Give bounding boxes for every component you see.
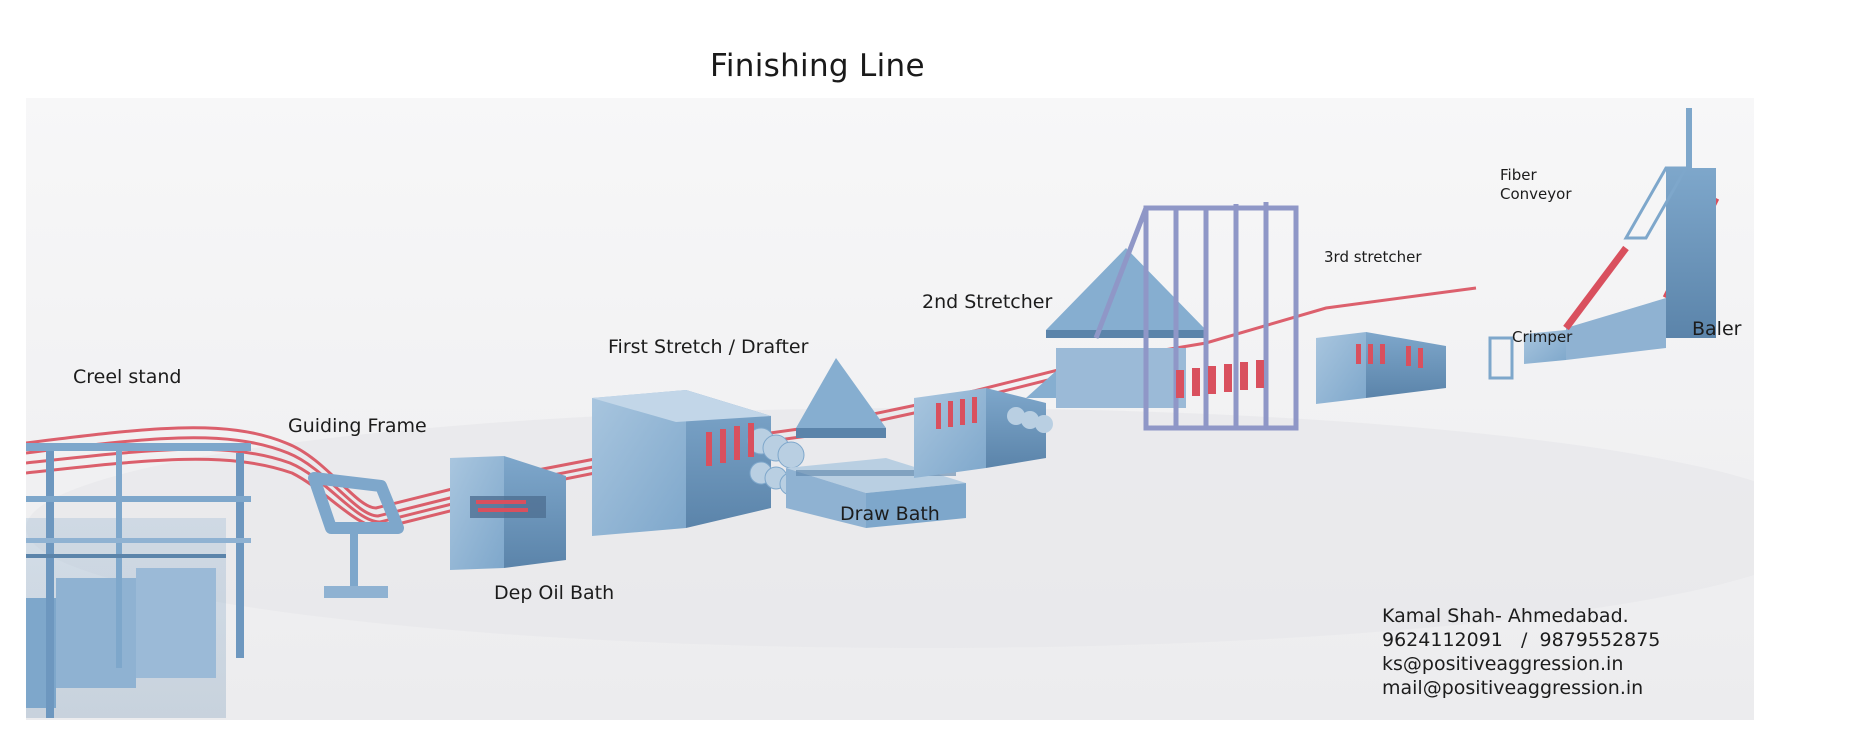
label-dep-oil-bath: Dep Oil Bath bbox=[494, 582, 615, 604]
page-title: Finishing Line bbox=[710, 48, 925, 84]
label-draw-bath: Draw Bath bbox=[840, 503, 940, 525]
frame-section bbox=[1046, 202, 1299, 431]
first-stretch-drafter bbox=[592, 390, 805, 536]
guiding-frame bbox=[308, 472, 404, 598]
label-third-stretcher: 3rd stretcher bbox=[1324, 248, 1422, 266]
contact-email-ks: ks@positiveaggression.in bbox=[1382, 653, 1624, 675]
creel-stand bbox=[26, 443, 251, 718]
finishing-line-svg bbox=[26, 98, 1754, 720]
label-crimper: Crimper bbox=[1512, 328, 1573, 346]
contact-phones: 9624112091 / 9879552875 bbox=[1382, 629, 1661, 651]
crimper-baler bbox=[1524, 108, 1720, 364]
label-first-stretch-drafter: First Stretch / Drafter bbox=[608, 336, 809, 358]
draw-bath bbox=[786, 358, 966, 528]
dep-oil-bath bbox=[450, 456, 566, 570]
label-baler: Baler bbox=[1692, 318, 1742, 340]
label-fiber-conveyor: Fiber Conveyor bbox=[1500, 166, 1572, 203]
label-guiding-frame: Guiding Frame bbox=[288, 415, 427, 437]
label-creel-stand: Creel stand bbox=[73, 366, 182, 388]
third-stretcher bbox=[1316, 332, 1514, 404]
contact-name: Kamal Shah- Ahmedabad. bbox=[1382, 605, 1629, 627]
contact-email-mail: mail@positiveaggression.in bbox=[1382, 677, 1644, 699]
contact-info: Kamal Shah- Ahmedabad. 9624112091 / 9879… bbox=[1382, 604, 1660, 700]
finishing-line-illustration bbox=[26, 98, 1754, 720]
label-second-stretcher: 2nd Stretcher bbox=[922, 291, 1053, 313]
